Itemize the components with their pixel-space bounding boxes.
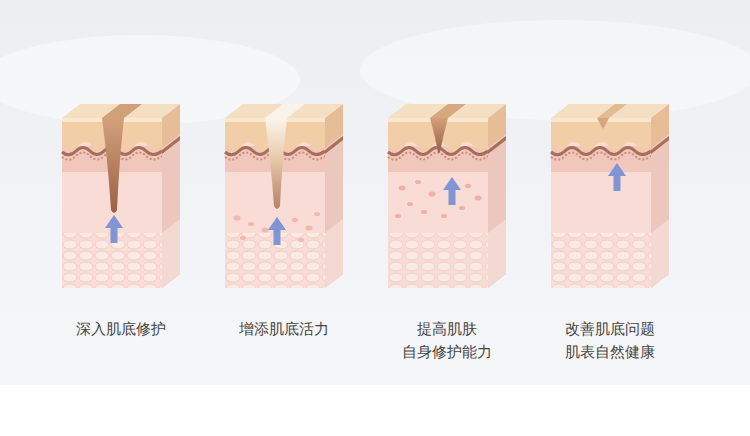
caption-text: 增添肌底活力 <box>216 318 352 341</box>
caption-text: 改善肌底问题 肌表自然健康 <box>542 318 678 363</box>
skin-block <box>225 104 343 288</box>
caption-text: 深入肌底修护 <box>53 318 189 341</box>
bottom-band <box>0 385 750 436</box>
skin-block <box>62 104 180 288</box>
skin-block <box>551 104 669 288</box>
caption-text: 提高肌肤 自身修护能力 <box>379 318 515 363</box>
skin-block <box>388 104 506 288</box>
